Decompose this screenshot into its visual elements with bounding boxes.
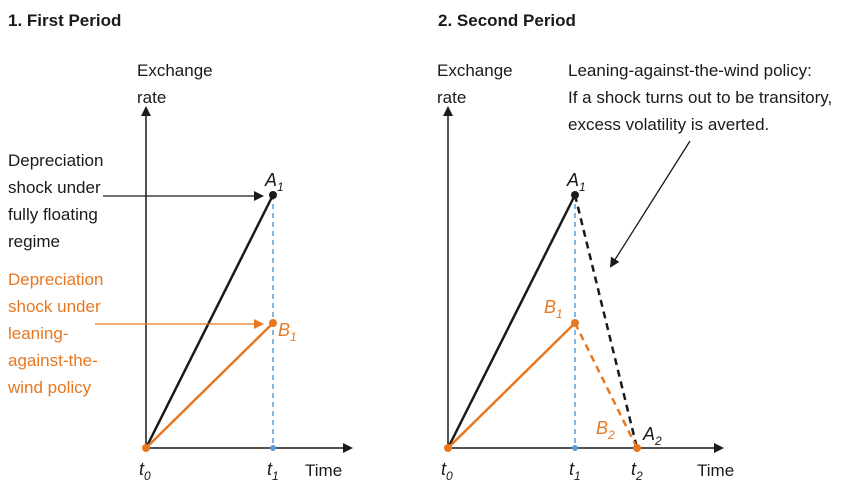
floating-shock-line [446,194,577,449]
origin-point [444,444,452,452]
label-t0: t0 [139,459,151,483]
policy-note-line: If a shock turns out to be transitory, [568,88,832,107]
annotation-line: Depreciation [8,151,103,170]
point-b1 [571,319,579,327]
annotation-line: shock under [8,297,101,316]
label-a1: A1 [264,170,284,194]
point-b1 [269,319,277,327]
annotation-line: Depreciation [8,270,103,289]
label-b1: B1 [544,297,563,321]
floating-regime-annotation: Depreciation shock under fully floating … [8,151,103,251]
x-axis-label: Time [697,461,734,480]
y-axis-label: Exchange [437,61,513,80]
floating-reversal-line [573,194,639,449]
leaning-shock-line [145,322,274,449]
label-t1: t1 [267,459,279,483]
origin-point [142,444,150,452]
policy-note-line: Leaning-against-the-wind policy: [568,61,812,80]
point-a2-b2 [633,444,641,452]
leaning-shock-line [447,322,576,449]
policy-note-line: excess volatility is averted. [568,115,769,134]
annotation-line: fully floating [8,205,98,224]
x-axis-label: Time [305,461,342,480]
panel-title: 2. Second Period [438,11,576,30]
label-b1: B1 [278,320,297,344]
y-axis-label: rate [137,88,166,107]
panel-second-period: 2. Second Period Exchange rate Leaning-a… [437,11,832,483]
t1-point [572,445,578,451]
label-a2: A2 [642,424,662,448]
policy-note-arrow [609,140,691,268]
point-a1 [571,191,579,199]
label-t0: t0 [441,459,453,483]
leaning-policy-annotation: Depreciation shock under leaning- agains… [7,270,103,397]
panel-first-period: 1. First Period Exchange rate Time A1 B1… [7,11,353,483]
annotation-line: against-the- [8,351,98,370]
annotation-line: regime [8,232,60,251]
label-b2: B2 [596,418,615,442]
label-t2: t2 [631,459,643,483]
t1-point [270,445,276,451]
annotation-line: wind policy [7,378,92,397]
floating-shock-line [144,194,275,449]
annotation-line: shock under [8,178,101,197]
panel-title: 1. First Period [8,11,121,30]
point-a1 [269,191,277,199]
policy-note: Leaning-against-the-wind policy: If a sh… [568,61,832,134]
label-t1: t1 [569,459,581,483]
label-a1: A1 [566,170,586,194]
y-axis-label: Exchange [137,61,213,80]
annotation-line: leaning- [8,324,69,343]
y-axis-label: rate [437,88,466,107]
